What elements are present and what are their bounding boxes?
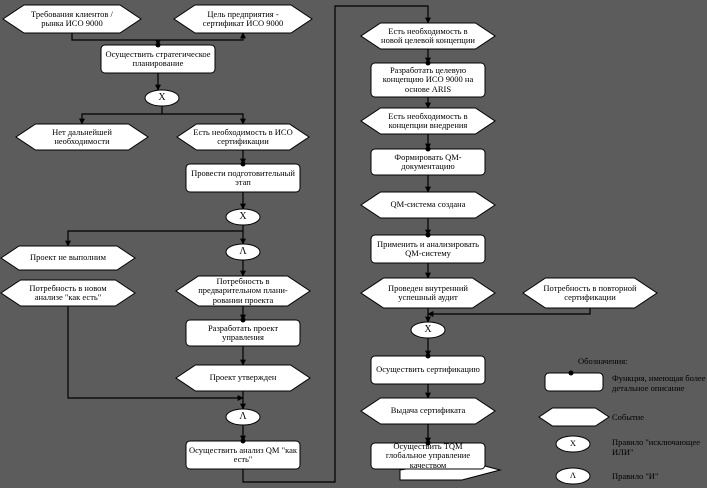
legend-title: Обозначения:	[578, 356, 628, 366]
detail-marker-icon	[425, 353, 431, 359]
function-shape-f_certify	[370, 355, 486, 385]
event-shape-e_need_plan	[175, 275, 311, 307]
legend-xor-shape	[555, 435, 591, 453]
rule-shape-r_and1	[225, 243, 261, 261]
event-shape-e_need_iso	[176, 123, 310, 151]
event-shape-e_cert_issued	[360, 397, 496, 425]
detail-marker-icon	[425, 60, 431, 66]
shapes	[0, 4, 658, 485]
event-shape-e_need_new	[0, 279, 136, 307]
rule-shape-r_xor2	[225, 208, 261, 226]
legend-xor-label: Правило "исключающее ИЛИ"	[612, 437, 701, 457]
function-shape-f_tqm	[370, 442, 486, 470]
event-shape-e_proj_ok	[175, 364, 311, 392]
legend-function-shape	[544, 372, 604, 392]
function-shape-f_strategic	[100, 44, 216, 74]
legend-event-shape	[538, 407, 610, 427]
rule-shape-r_xor1	[144, 89, 180, 107]
event-shape-e_need_target	[360, 22, 496, 50]
legend-and-shape	[555, 467, 591, 485]
function-shape-f_dev_proj	[185, 319, 301, 347]
connector-line	[242, 5, 431, 483]
legend-and-label: Правило "И"	[612, 471, 659, 481]
detail-marker-icon	[425, 232, 431, 238]
rule-shape-r_xor3	[410, 321, 446, 339]
detail-marker-icon	[425, 146, 431, 152]
detail-marker-icon	[240, 438, 246, 444]
connectors	[65, 5, 591, 483]
function-shape-f_form_doc	[370, 148, 486, 176]
connector-line	[65, 225, 244, 247]
legend-event-label: Событие	[612, 412, 644, 422]
legend-detail-marker-icon	[568, 370, 574, 376]
event-shape-e_no_need	[15, 123, 149, 151]
event-shape-e_need_impl	[360, 107, 496, 135]
event-shape-e_client_req	[2, 4, 142, 34]
connector-line	[427, 308, 591, 317]
event-shape-e_qm_created	[360, 191, 496, 219]
legend-function-label: Функция, имеющая более детальное описани…	[612, 373, 706, 393]
detail-marker-icon	[155, 42, 161, 48]
event-shape-e_audit	[360, 277, 496, 309]
event-shape-e_not_done	[0, 245, 136, 271]
function-shape-f_dev_concept	[370, 62, 486, 98]
connector-line	[162, 113, 246, 125]
detail-marker-icon	[425, 440, 431, 446]
event-shape-e_recert	[522, 277, 658, 309]
connector-line	[71, 32, 246, 41]
detail-marker-icon	[240, 317, 246, 323]
function-shape-f_prep	[185, 163, 301, 193]
event-shape-e_goal	[173, 4, 313, 34]
detail-marker-icon	[240, 161, 246, 167]
rule-shape-r_and2	[225, 408, 261, 426]
function-shape-f_apply	[370, 234, 486, 264]
function-shape-f_analysis	[185, 440, 301, 470]
connector-line	[67, 306, 244, 401]
connector-line	[79, 106, 163, 125]
